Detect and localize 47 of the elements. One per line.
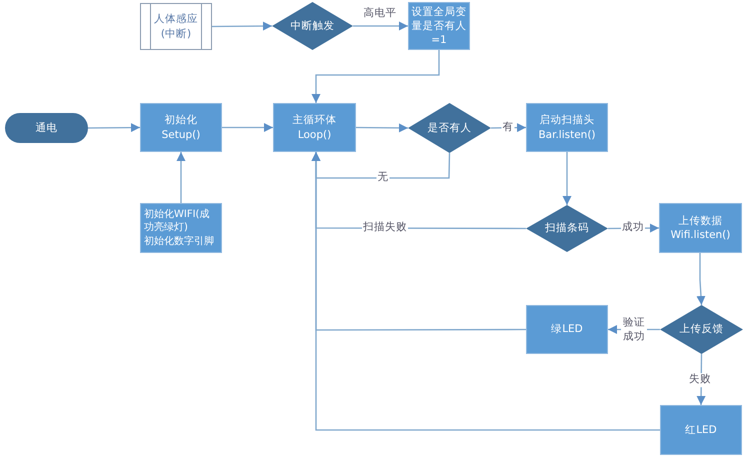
arrow <box>176 152 186 203</box>
edge-label: 失败 <box>688 373 712 387</box>
terminator-shape <box>5 113 88 143</box>
decision-diamond <box>526 205 608 252</box>
node-text: 人体感应 <box>154 12 198 26</box>
predefined-process-box <box>140 3 212 50</box>
node-text: Bar.listen() <box>538 128 596 142</box>
node-text: 通电 <box>36 120 58 136</box>
node-text: 上传数据 <box>678 214 722 228</box>
node-text: 红LED <box>685 422 717 438</box>
node-text: 绿LED <box>551 322 583 337</box>
node-text: (中断) <box>160 26 192 41</box>
process-box <box>273 103 356 152</box>
node-text: 初始化 <box>164 113 198 128</box>
decision-diamond <box>660 305 743 354</box>
arrow <box>356 123 408 132</box>
node-text: 设置全局变量是否有人 =1 <box>410 4 468 48</box>
arrow <box>696 253 706 306</box>
process-box <box>660 405 742 455</box>
arrow <box>88 123 140 132</box>
edge-label: 扫描失败 <box>362 221 408 235</box>
process-box <box>526 305 608 354</box>
node-text: 是否有人 <box>428 120 472 136</box>
arrow <box>353 22 408 30</box>
arrow <box>212 22 272 31</box>
node-text: 中断触发 <box>290 18 334 34</box>
node-text: 主循环体 <box>292 113 336 128</box>
node-text: 上传反馈 <box>680 322 724 337</box>
node-text: Setup() <box>162 128 200 142</box>
node-text: Loop() <box>298 128 332 142</box>
decision-diamond <box>272 2 353 50</box>
process-box <box>140 203 222 253</box>
arrow <box>562 152 572 205</box>
arrow <box>222 123 273 132</box>
process-box <box>526 103 608 152</box>
node-text: 扫描条码 <box>545 221 589 236</box>
node-text: 启动扫描头 <box>540 113 594 128</box>
arrow <box>491 123 526 132</box>
process-box <box>659 203 742 253</box>
decision-diamond <box>408 103 491 153</box>
node-text: 初始化WIFI(成功亮绿灯) <box>144 208 210 235</box>
arrow <box>312 50 440 103</box>
arrow <box>312 152 660 431</box>
node-text: Wifi.listen() <box>670 228 730 242</box>
node-text: 初始化数字引脚 <box>144 234 214 248</box>
edge-label: 验证成功 <box>621 316 647 344</box>
process-box <box>140 103 222 152</box>
